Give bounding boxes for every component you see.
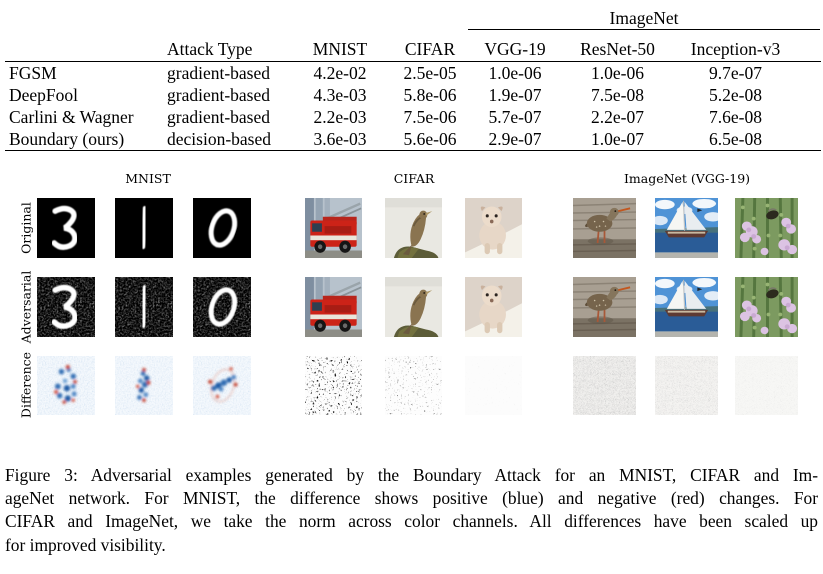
attack-name: FGSM [9,63,57,83]
panel-cifar-3-original [465,198,522,258]
panel-cifar-3-adversarial [465,277,522,337]
caption-line: for improved visibility. [5,534,166,555]
attack-name: Boundary (ours) [9,129,125,150]
panel-cifar-2-original [385,198,442,258]
attack-name: DeepFool [9,85,79,106]
panel-imagenet-1-adversarial [573,277,636,337]
panel-mnist-2-difference [115,356,173,415]
value-mnist: 3.6e-03 [313,129,367,150]
panel-mnist-2-original [115,198,173,258]
value-cifar: 7.5e-06 [403,107,457,128]
col-header-inceptionv3: Inception-v3 [690,39,781,59]
value-vgg19: 5.7e-07 [488,107,542,128]
imagenet-group-header: ImageNet [609,8,679,28]
panel-imagenet-3-difference [735,356,798,415]
panel-imagenet-1-original [573,198,636,258]
panel-cifar-1-adversarial [305,277,362,337]
panel-mnist-2-adversarial [115,277,173,337]
panel-cifar-1-original [305,198,362,258]
col-header-resnet50: ResNet-50 [580,39,655,59]
panel-mnist-1-adversarial [37,277,95,337]
attack-type: gradient-based [167,85,271,106]
panel-mnist-1-original [37,198,95,258]
value-inceptionv3: 5.2e-08 [709,85,762,106]
table-row-fgsm: FGSM gradient-based 4.2e-02 2.5e-05 1.0e… [5,62,821,84]
table-row-boundary: Boundary (ours) decision-based 3.6e-03 5… [5,128,821,152]
value-inceptionv3: 9.7e-07 [709,63,762,83]
value-resnet50: 1.0e-06 [591,63,644,83]
col-header-cifar: CIFAR [404,39,456,59]
panel-imagenet-2-difference [655,356,718,415]
panel-imagenet-1-difference [573,356,636,415]
caption-line: CIFAR and ImageNet, we take the norm acr… [5,511,818,532]
imagenet-cmidrule [468,29,820,31]
value-vgg19: 1.9e-07 [488,85,542,106]
results-table: ImageNet Attack Type MNIST CIFAR VGG-19 … [5,8,821,152]
value-resnet50: 7.5e-08 [591,85,644,106]
value-resnet50: 2.2e-07 [591,107,644,128]
panel-cifar-2-adversarial [385,277,442,337]
panel-imagenet-3-original [735,198,798,258]
col-header-attack-type: Attack Type [167,39,253,59]
value-mnist: 4.2e-02 [313,63,367,83]
table-row-deepfool: DeepFool gradient-based 4.3e-03 5.8e-06 … [5,84,821,106]
value-cifar: 2.5e-05 [403,63,457,83]
panel-imagenet-3-adversarial [735,277,798,337]
value-cifar: 5.6e-06 [403,129,457,150]
value-cifar: 5.8e-06 [403,85,457,106]
row-label-original: Original [18,202,34,254]
value-mnist: 2.2e-03 [313,107,367,128]
table-header-row: Attack Type MNIST CIFAR VGG-19 ResNet-50… [5,38,821,62]
value-mnist: 4.3e-03 [313,85,367,106]
value-vgg19: 1.0e-06 [488,63,542,83]
caption-line: ageNet network. For MNIST, the differenc… [5,488,818,509]
panel-mnist-1-difference [37,356,95,415]
panel-imagenet-2-adversarial [655,277,718,337]
value-resnet50: 1.0e-07 [591,129,644,150]
figure-caption: Figure 3: Adversarial examples generated… [5,464,818,557]
table-row-carlini-wagner: Carlini & Wagner gradient-based 2.2e-03 … [5,106,821,128]
col-header-vgg19: VGG-19 [484,39,546,59]
attack-type: gradient-based [167,107,271,128]
panel-imagenet-2-original [655,198,718,258]
panel-cifar-2-difference [385,356,442,415]
panel-mnist-3-adversarial [193,277,251,337]
group-label-cifar: CIFAR [393,171,435,186]
group-label-imagenet: ImageNet (VGG-19) [623,171,751,186]
attack-type: decision-based [167,129,271,150]
col-header-blank [5,38,155,61]
caption-line: Figure 3: Adversarial examples generated… [5,465,818,485]
panel-cifar-1-difference [305,356,362,415]
col-header-mnist: MNIST [312,39,368,59]
attack-name: Carlini & Wagner [9,107,134,128]
panel-mnist-3-difference [193,356,251,415]
panel-cifar-3-difference [465,356,522,415]
value-inceptionv3: 6.5e-08 [709,129,762,150]
panel-mnist-3-original [193,198,251,258]
group-label-mnist: MNIST [125,171,171,186]
attack-type: gradient-based [167,63,271,83]
row-label-adversarial: Adversarial [18,270,34,344]
value-vgg19: 2.9e-07 [488,129,542,150]
value-inceptionv3: 7.6e-08 [709,107,762,128]
row-label-difference: Difference [18,351,34,419]
